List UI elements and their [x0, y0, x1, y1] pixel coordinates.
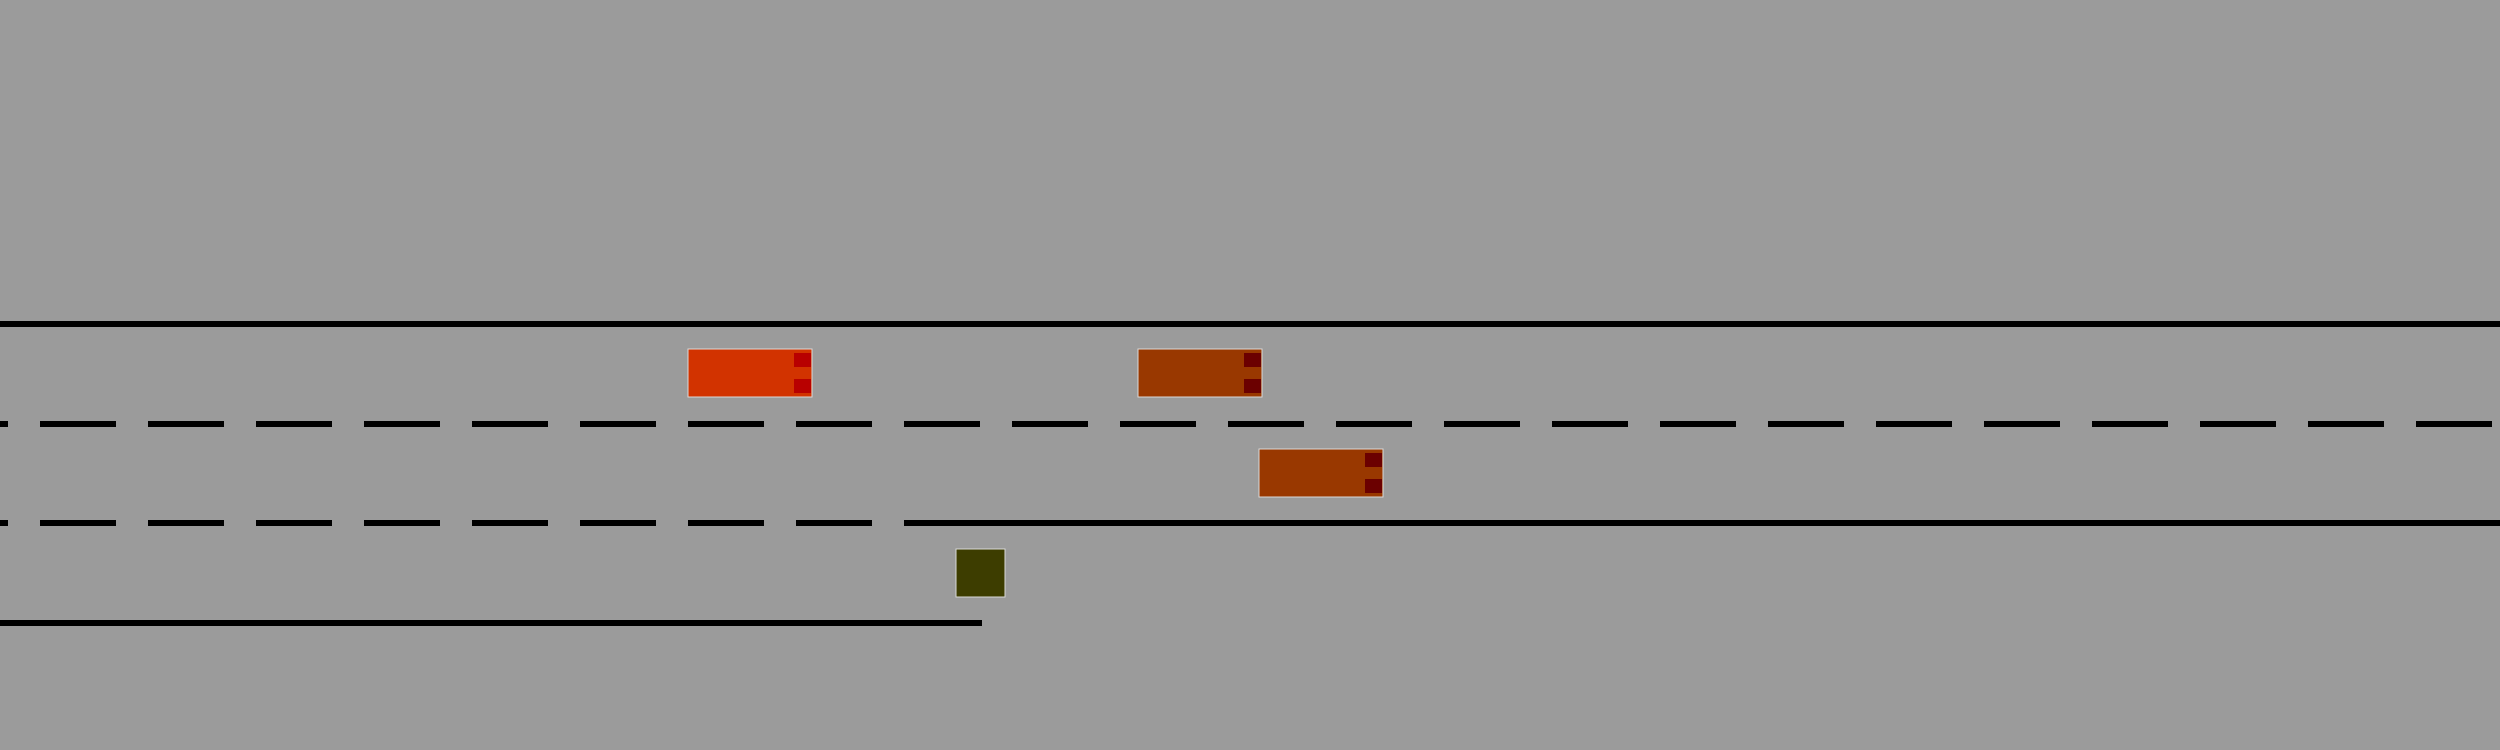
- vehicle-body: [1137, 348, 1263, 398]
- vehicle-3: [1258, 448, 1384, 498]
- vehicle-light-bottom: [1244, 379, 1261, 393]
- ego-vehicle: [687, 348, 813, 398]
- vehicle-light-top: [1365, 453, 1382, 467]
- road-markings: [0, 321, 2500, 626]
- obstacle-block: [955, 548, 1006, 598]
- vehicle-body: [1258, 448, 1384, 498]
- vehicle-body: [687, 348, 813, 398]
- vehicle-light-bottom: [1365, 479, 1382, 493]
- vehicle-light-top: [1244, 353, 1261, 367]
- vehicle-2: [1137, 348, 1263, 398]
- vehicle-light-top: [794, 353, 811, 367]
- vehicle-light-bottom: [794, 379, 811, 393]
